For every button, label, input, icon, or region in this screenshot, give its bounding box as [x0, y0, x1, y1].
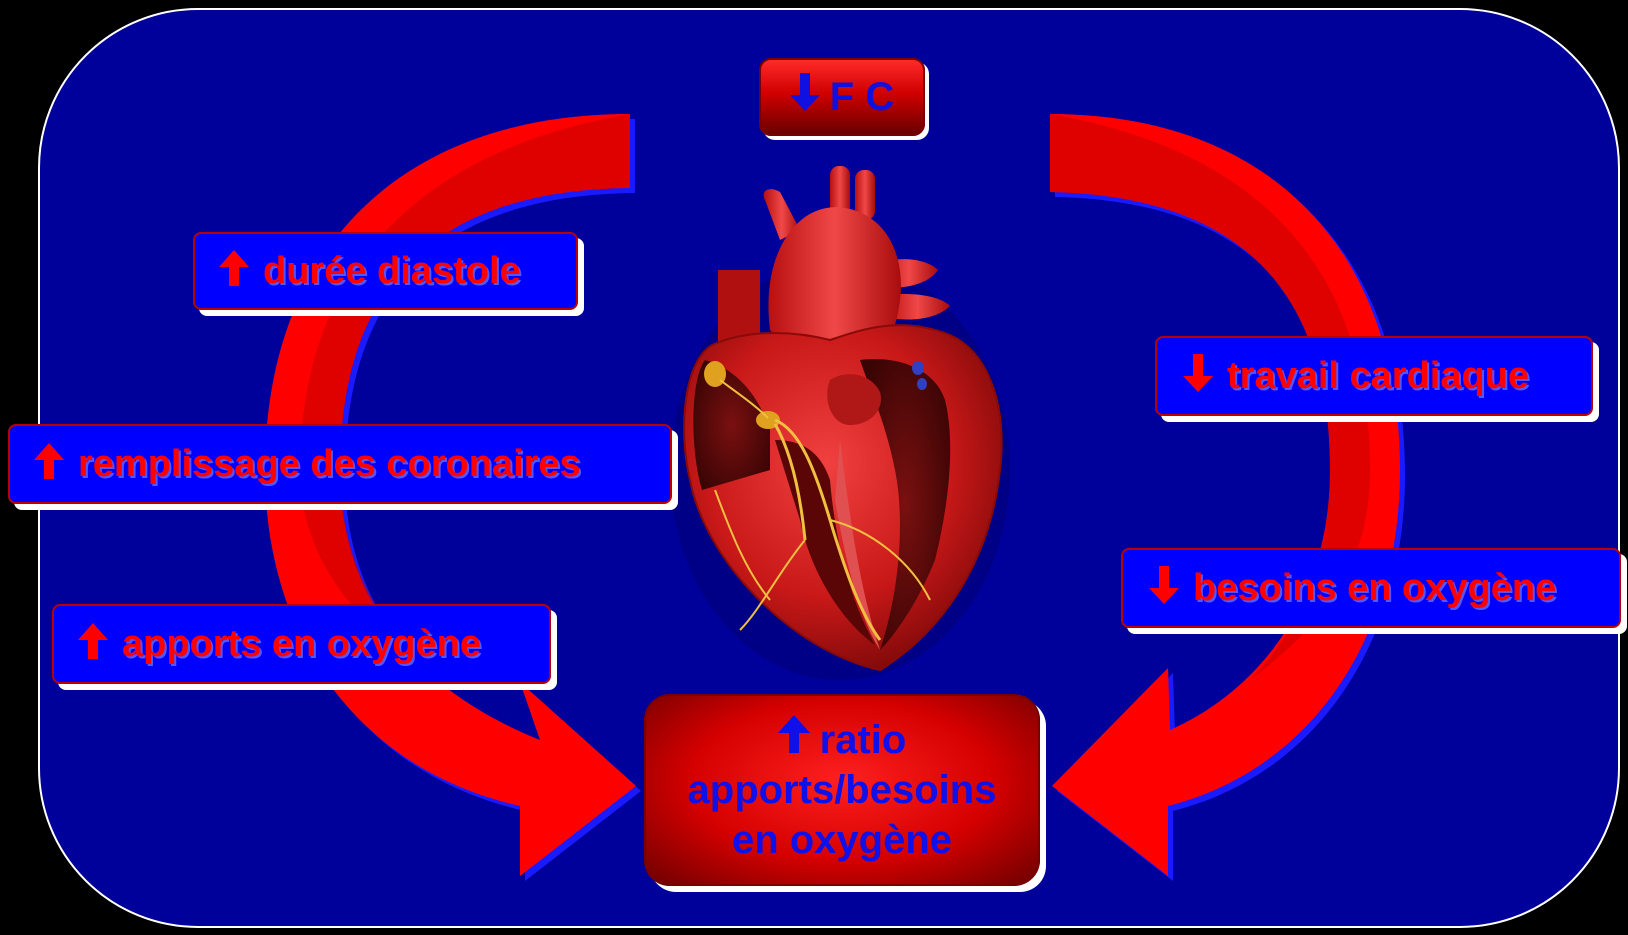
- label-travail-cardiaque: travail cardiaque: [1155, 336, 1593, 416]
- arrow-down-icon: [790, 73, 820, 121]
- arrow-down-icon: [1149, 566, 1179, 611]
- ratio-text: ratio: [820, 715, 907, 765]
- ratio-box: ratio apports/besoins en oxygène: [644, 694, 1040, 886]
- label-text: travail cardiaque: [1227, 357, 1529, 395]
- arrow-up-icon: [778, 715, 810, 765]
- ratio-line-2: apports/besoins: [688, 765, 997, 815]
- label-text: durée diastole: [263, 252, 521, 290]
- arrow-down-icon: [1183, 354, 1213, 399]
- right-cycle-arrow: [1050, 114, 1405, 881]
- heart-rate-label: F C: [830, 75, 894, 120]
- label-text: besoins en oxygène: [1193, 569, 1556, 607]
- heart-rate-box: F C: [759, 58, 925, 136]
- label-apports-oxygene: apports en oxygène: [52, 604, 551, 684]
- label-text: apports en oxygène: [122, 625, 481, 663]
- arrow-up-icon: [34, 443, 64, 486]
- ratio-line-1: ratio: [778, 715, 907, 765]
- label-text: remplissage des coronaires: [78, 445, 581, 483]
- ratio-line-3: en oxygène: [732, 815, 952, 865]
- heart-illustration: [670, 166, 1010, 680]
- arrow-up-icon: [219, 250, 249, 293]
- arrow-up-icon: [78, 623, 108, 666]
- label-besoins-oxygene: besoins en oxygène: [1121, 548, 1621, 628]
- label-remplissage-coronaires: remplissage des coronaires: [8, 424, 672, 504]
- label-duree-diastole: durée diastole: [193, 232, 578, 310]
